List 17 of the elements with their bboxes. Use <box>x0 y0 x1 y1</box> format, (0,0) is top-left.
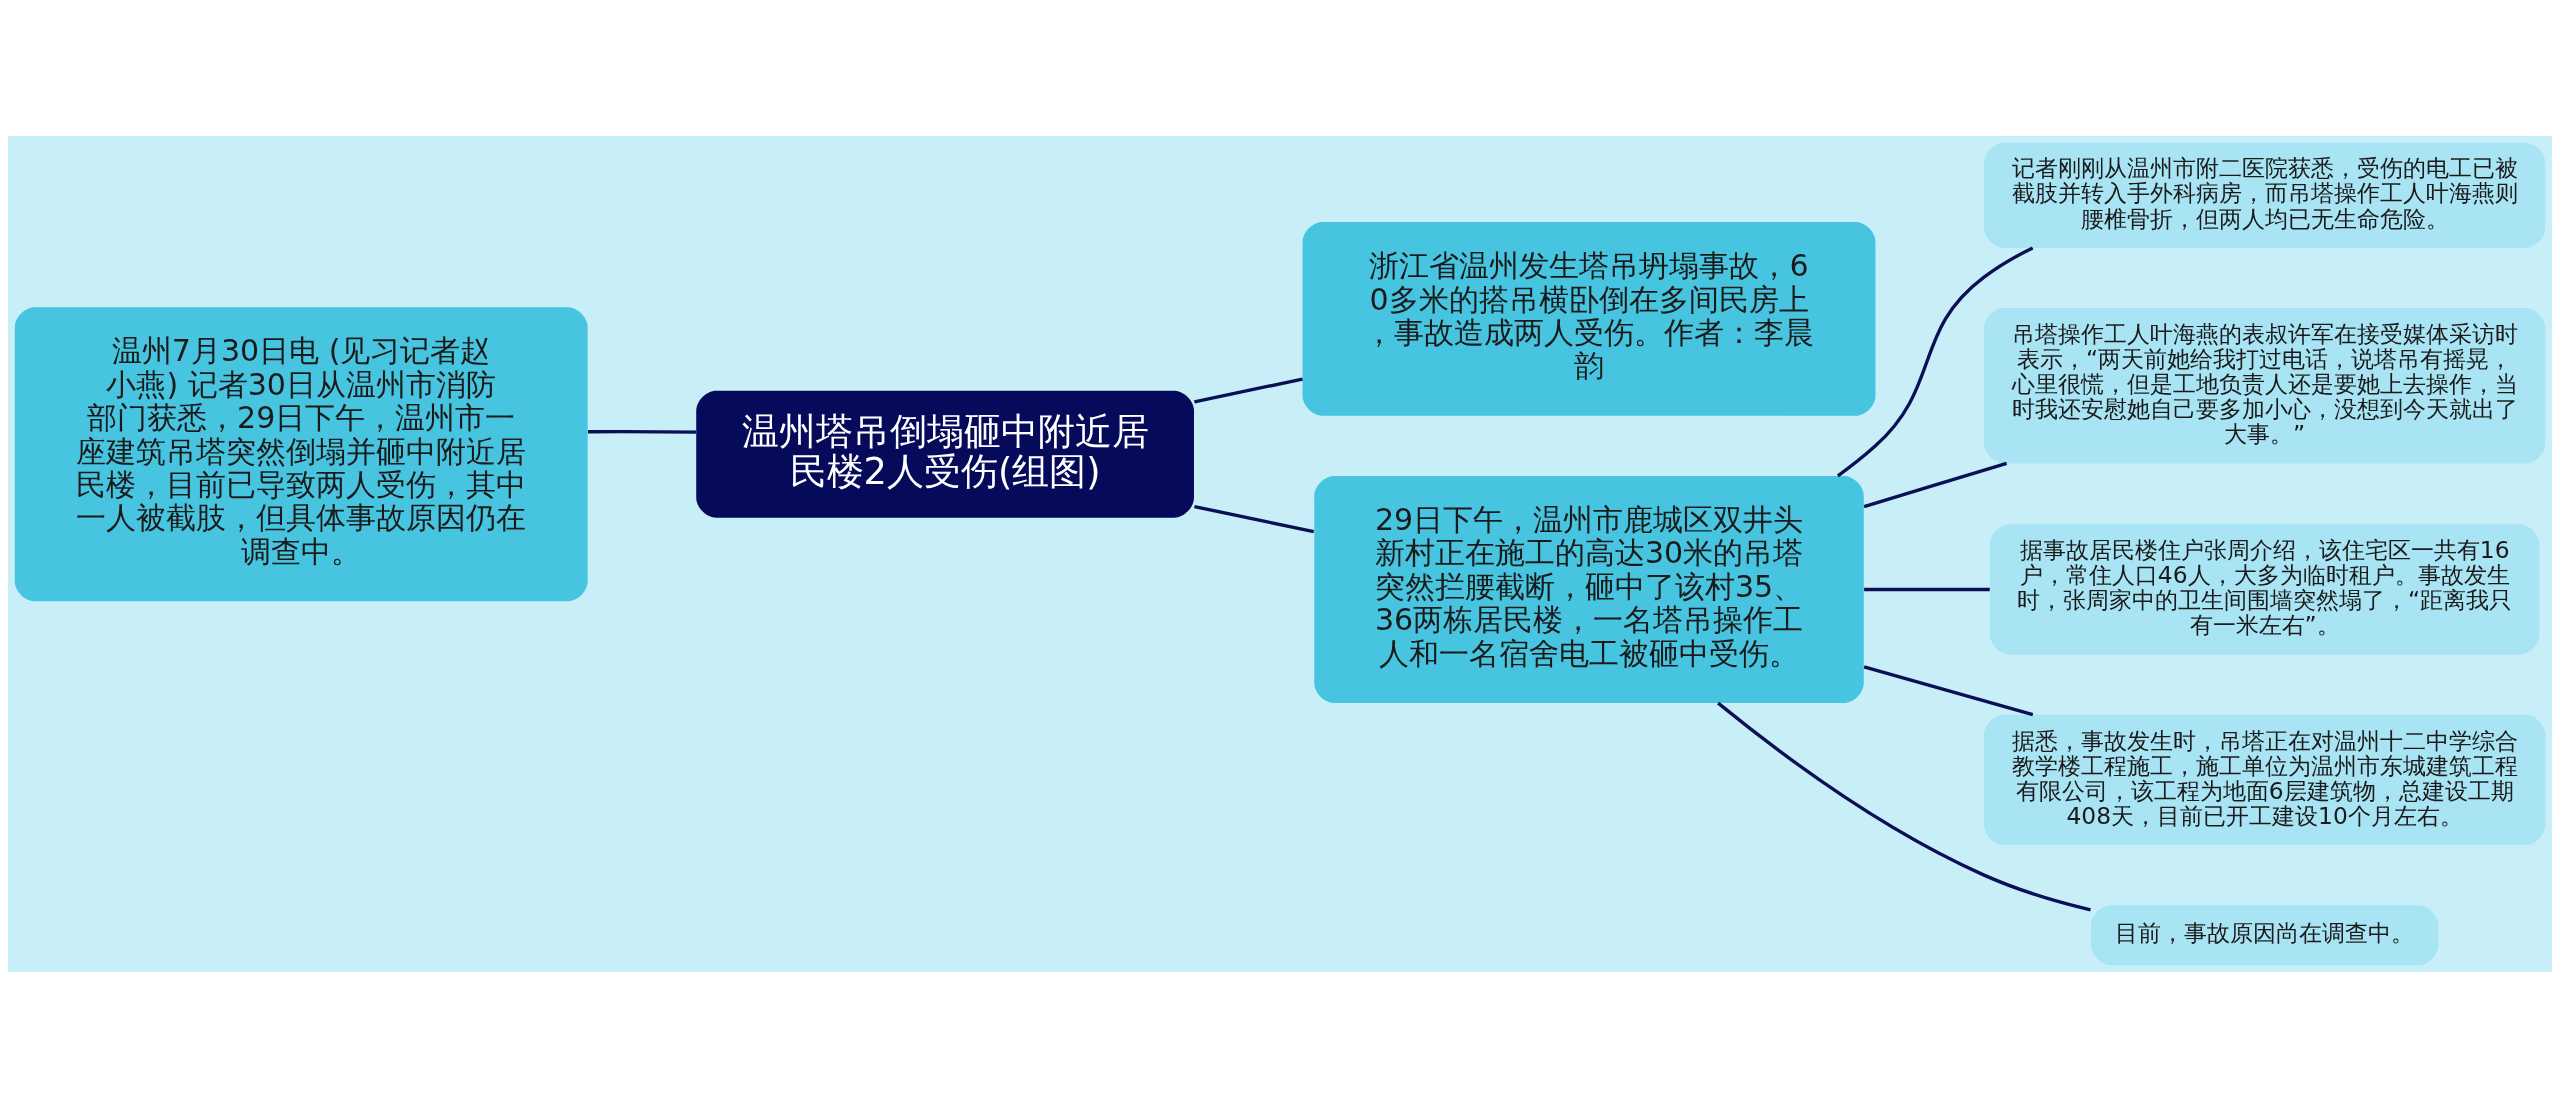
connector <box>1836 245 2034 477</box>
node-box: 据事故居民楼住户张周介绍，该住宅区一共有16户，常住人口46人，大多为临时租户。事故发生时，张周家中的卫生间围墙突然塌了，“距离我只有一米左右”。 <box>1989 523 2540 655</box>
node-box: 温州塔吊倒塌砸中附近居民楼2人受伤(组图) <box>696 390 1194 518</box>
connector <box>1864 587 1990 591</box>
node-box: 29日下午，温州市鹿城区双井头新村正在施工的高达30米的吊塔突然拦腰截断，砸中了该村35、36两栋居民楼，一名塔吊操作工人和一名宿舍电工被砸中受伤。 <box>1314 475 1864 703</box>
connector <box>1863 461 2008 508</box>
connector <box>1863 664 2034 716</box>
connector <box>1717 701 2091 911</box>
node-box: 目前，事故原因尚在调查中。 <box>2090 904 2439 965</box>
connector <box>1194 376 1303 403</box>
node-box: 记者刚刚从温州市附二医院获悉，受伤的电工已被截肢并转入手外科病房，而吊塔操作工人叶海燕则腰椎骨折，但两人均已无生命危险。 <box>1984 142 2546 248</box>
node-box: 浙江省温州发生塔吊坍塌事故，60多米的搭吊横卧倒在多间民房上，事故造成两人受伤。作者：李晨韵 <box>1302 221 1876 416</box>
node-box: 吊塔操作工人叶海燕的表叔许军在接受媒体采访时表示，“两天前她给我打过电话，说塔吊有摇晃，心里很慌，但是工地负责人还是要她上去操作，当时我还安慰她自己要多加小心，没想到今天就出了大事。” <box>1984 307 2546 463</box>
connector <box>1194 504 1315 533</box>
node-box: 据悉，事故发生时，吊塔正在对温州十二中学综合教学楼工程施工，施工单位为温州市东城建筑工程有限公司，该工程为地面6层建筑物，总建设工期408天，目前已开工建设10个月左右。 <box>1984 714 2546 845</box>
node-box: 温州7月30日电 (见习记者赵小燕) 记者30日从温州市消防部门获悉，29日下午，温州市一座建筑吊塔突然倒塌并砸中附近居民楼，目前已导致两人受伤，其中一人被截肢，但具体事故原因仍在调查中。 <box>14 306 588 601</box>
connector <box>588 429 697 434</box>
